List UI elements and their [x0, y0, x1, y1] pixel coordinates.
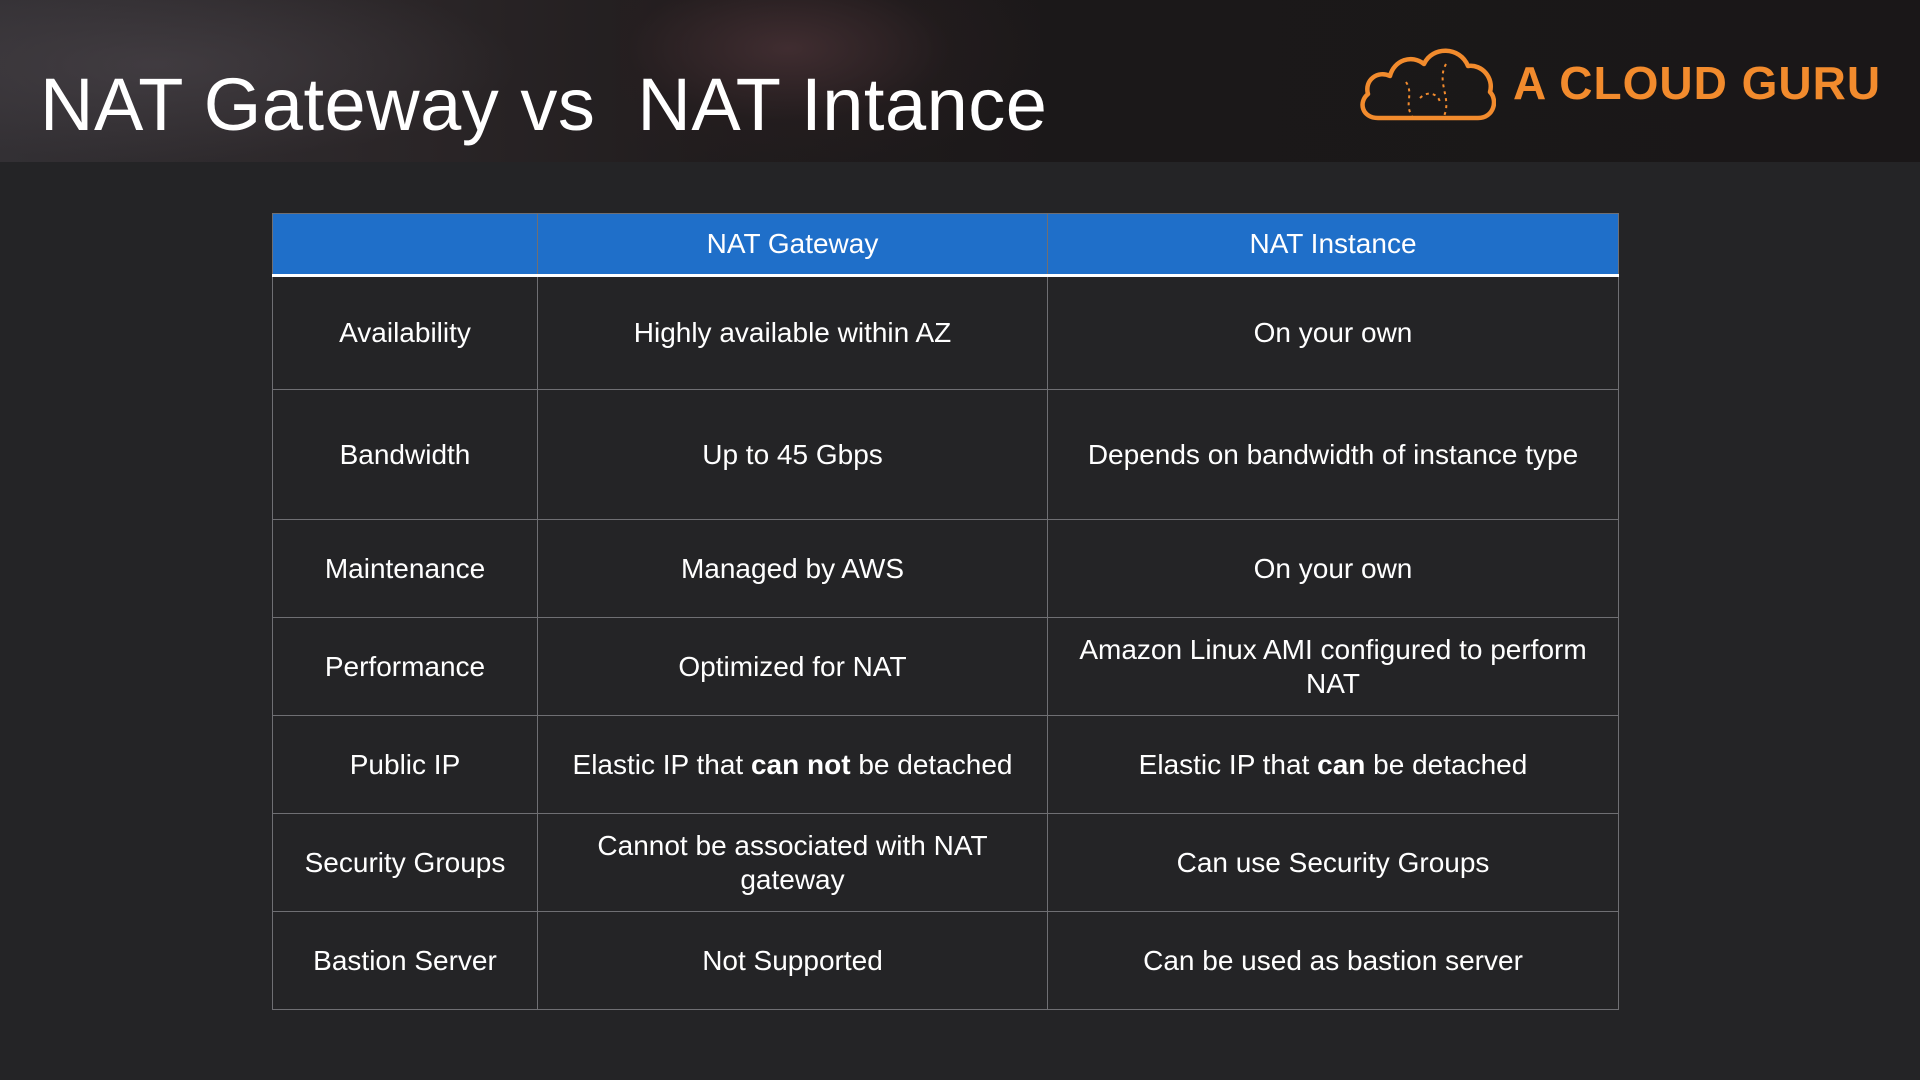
comparison-table: NAT Gateway NAT Instance Availability Hi…: [272, 213, 1619, 1010]
instance-cell: Depends on bandwidth of instance type: [1047, 389, 1619, 520]
header-band: [0, 0, 1920, 162]
header-cell-empty: [272, 213, 538, 277]
table-row: Bandwidth Up to 45 Gbps Depends on bandw…: [272, 389, 1619, 520]
gateway-cell: Optimized for NAT: [537, 617, 1048, 716]
instance-cell: Can use Security Groups: [1047, 813, 1619, 912]
row-label: Availability: [272, 275, 538, 390]
logo-text: A CLOUD GURU: [1513, 57, 1882, 109]
row-label: Public IP: [272, 715, 538, 814]
header-cell-nat-instance: NAT Instance: [1047, 213, 1619, 277]
a-cloud-guru-logo: A CLOUD GURU: [1356, 42, 1880, 126]
gateway-text-before: Elastic IP that: [572, 748, 751, 780]
instance-cell: Amazon Linux AMI configured to perform N…: [1047, 617, 1619, 716]
table-row: Public IP Elastic IP that can not be det…: [272, 715, 1619, 814]
table-row: Availability Highly available within AZ …: [272, 275, 1619, 390]
gateway-cell: Highly available within AZ: [537, 275, 1048, 390]
instance-text-before: Elastic IP that: [1138, 748, 1318, 780]
table-row: Security Groups Cannot be associated wit…: [272, 813, 1619, 912]
row-label: Security Groups: [272, 813, 538, 912]
gateway-cell: Not Supported: [537, 911, 1048, 1010]
cloud-icon: [1360, 48, 1496, 121]
instance-text-after: be detached: [1365, 748, 1528, 780]
header-blur-center: [620, 0, 1040, 162]
row-label: Bastion Server: [272, 911, 538, 1010]
row-label: Bandwidth: [272, 389, 538, 520]
instance-cell: On your own: [1047, 275, 1619, 390]
table-row: Maintenance Managed by AWS On your own: [272, 519, 1619, 618]
gateway-cell: Cannot be associated with NAT gateway: [537, 813, 1048, 912]
gateway-text-after: be detached: [850, 748, 1013, 780]
instance-cell: On your own: [1047, 519, 1619, 618]
header-cell-nat-gateway: NAT Gateway: [537, 213, 1048, 277]
row-label: Maintenance: [272, 519, 538, 618]
table-header-row: NAT Gateway NAT Instance: [272, 213, 1619, 277]
instance-cell: Can be used as bastion server: [1047, 911, 1619, 1010]
gateway-text-bold: can not: [750, 748, 851, 780]
table-row: Bastion Server Not Supported Can be used…: [272, 911, 1619, 1010]
gateway-cell: Managed by AWS: [537, 519, 1048, 618]
header-blur-left: [0, 0, 520, 162]
row-label: Performance: [272, 617, 538, 716]
instance-text-bold: can: [1317, 748, 1366, 780]
gateway-cell: Elastic IP that can not be detached: [537, 715, 1048, 814]
gateway-cell: Up to 45 Gbps: [537, 389, 1048, 520]
instance-cell: Elastic IP that can be detached: [1047, 715, 1619, 814]
table-row: Performance Optimized for NAT Amazon Lin…: [272, 617, 1619, 716]
slide-title: NAT Gateway vs NAT Intance: [40, 63, 1048, 146]
